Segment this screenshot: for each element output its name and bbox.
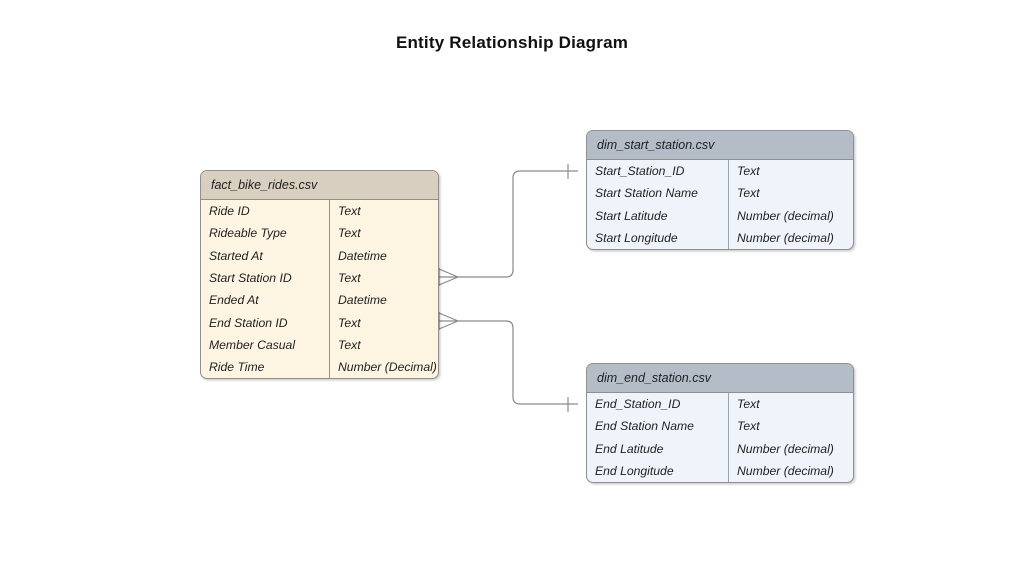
column-name: Ride Time [201, 356, 330, 379]
column-type: Datetime [338, 248, 387, 263]
table-row: Start Station Name Text [587, 182, 853, 205]
table-row: End Latitude Number (decimal) [587, 437, 853, 460]
entity-columns-fact-bike-rides: Ride ID Text Rideable Type Text Started … [201, 200, 438, 379]
page-title: Entity Relationship Diagram [395, 33, 629, 52]
column-type: Number (decimal) [737, 231, 834, 246]
table-row: Start Station ID Text [201, 266, 438, 290]
column-name: Ride ID [201, 200, 330, 223]
column-type: Number (decimal) [737, 464, 834, 479]
column-type: Datetime [338, 293, 387, 308]
column-name: End Station ID [201, 311, 330, 334]
column-name: Member Casual [201, 333, 330, 357]
entity-columns-dim-end-station: End_Station_ID Text End Station Name Tex… [587, 393, 853, 483]
column-name: Started At [201, 244, 330, 267]
table-row: Member Casual Text [201, 333, 438, 357]
column-type: Number (decimal) [737, 441, 834, 456]
column-name: End Latitude [587, 437, 729, 460]
column-type: Text [338, 204, 361, 219]
crowsfoot-many-end [438, 312, 459, 330]
table-row: Started At Datetime [201, 244, 438, 267]
column-type: Text [338, 315, 361, 330]
column-type: Text [338, 226, 361, 241]
column-type: Number (decimal) [737, 208, 834, 223]
column-name: Start Longitude [587, 226, 729, 250]
column-type: Text [338, 271, 361, 286]
entity-fact-bike-rides[interactable]: fact_bike_rides.csv Ride ID Text Rideabl… [200, 170, 439, 380]
entity-title-dim-end-station: dim_end_station.csv [587, 364, 853, 393]
table-row: End Longitude Number (decimal) [587, 459, 853, 483]
column-name: Ended At [201, 289, 330, 312]
column-name: Rideable Type [201, 222, 330, 245]
table-row: End Station ID Text [201, 311, 438, 334]
entity-title-dim-start-station: dim_start_station.csv [587, 131, 853, 160]
column-type: Text [338, 337, 361, 352]
entity-title-fact-bike-rides: fact_bike_rides.csv [201, 171, 438, 200]
column-name: End_Station_ID [587, 393, 729, 416]
column-name: End Station Name [587, 415, 729, 438]
column-name: Start Station Name [587, 182, 729, 205]
table-row: Ride Time Number (Decimal) [201, 356, 438, 379]
table-row: End_Station_ID Text [587, 393, 853, 416]
table-row: End Station Name Text [587, 415, 853, 438]
column-type: Number (Decimal) [338, 360, 437, 375]
relationship-line-end-station [438, 312, 578, 412]
table-row: Ended At Datetime [201, 289, 438, 312]
entity-dim-start-station[interactable]: dim_start_station.csv Start_Station_ID T… [586, 130, 854, 251]
column-name: Start Latitude [587, 204, 729, 227]
column-name: End Longitude [587, 459, 729, 483]
column-type: Text [737, 419, 760, 434]
table-row: Start Longitude Number (decimal) [587, 226, 853, 250]
table-row: Start Latitude Number (decimal) [587, 204, 853, 227]
column-name: Start_Station_ID [587, 160, 729, 183]
table-row: Rideable Type Text [201, 222, 438, 245]
crowsfoot-many-start [438, 268, 459, 286]
entity-columns-dim-start-station: Start_Station_ID Text Start Station Name… [587, 160, 853, 250]
column-type: Text [737, 164, 760, 179]
table-row: Ride ID Text [201, 200, 438, 223]
table-row: Start_Station_ID Text [587, 160, 853, 183]
column-type: Text [737, 186, 760, 201]
entity-dim-end-station[interactable]: dim_end_station.csv End_Station_ID Text … [586, 363, 854, 484]
column-type: Text [737, 397, 760, 412]
relationship-line-start-station [438, 164, 578, 286]
column-name: Start Station ID [201, 266, 330, 290]
